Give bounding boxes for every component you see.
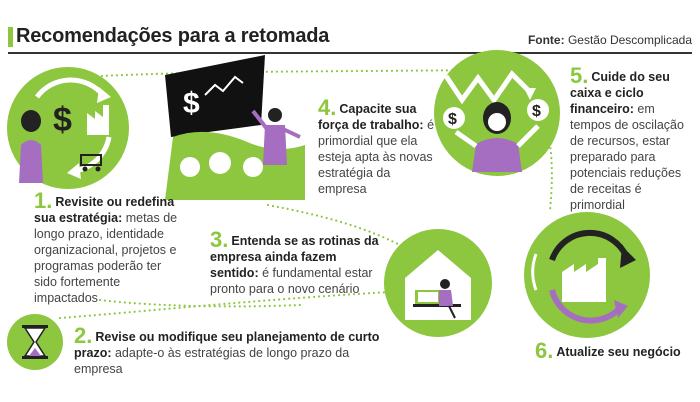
step-2-title: Revise ou modifique seu planejamento de … xyxy=(74,330,380,360)
header-rule xyxy=(8,52,692,54)
source-credit: Fonte: Gestão Descomplicada xyxy=(528,33,692,47)
strategy-cycle-icon: $ xyxy=(7,67,129,189)
step-3-number: 3. xyxy=(210,227,229,252)
step-6-number: 6. xyxy=(535,338,554,363)
step-5-body: em tempos de oscilação de recursos, esta… xyxy=(570,102,684,212)
source-label: Fonte: xyxy=(527,33,565,47)
step-5-number: 5. xyxy=(570,63,589,88)
step-3: 3.Entenda se as rotinas da empresa ainda… xyxy=(210,229,382,297)
step-6: 6.Atualize seu negócio xyxy=(535,340,695,362)
step-4: 4.Capacite sua força de trabalho: é prim… xyxy=(318,97,440,197)
cashflow-icon: $ $ xyxy=(434,50,560,176)
step-6-title: Atualize seu negócio xyxy=(556,345,681,359)
step-1-number: 1. xyxy=(34,188,53,213)
hourglass-icon xyxy=(7,314,63,370)
step-1: 1.Revisite ou redefina sua estratégia: m… xyxy=(34,190,184,306)
source-value: Gestão Descomplicada xyxy=(567,33,692,47)
training-presentation-icon: $ xyxy=(165,55,305,200)
step-4-body: é primordial que ela esteja apta às nova… xyxy=(318,118,435,196)
step-4-number: 4. xyxy=(318,95,337,120)
step-3-title: Entenda se as rotinas da empresa ainda f… xyxy=(210,234,379,280)
step-2-number: 2. xyxy=(74,323,93,348)
svg-text:$: $ xyxy=(532,103,541,120)
step-5-title: Cuide do seu caixa e ciclo financeiro: xyxy=(570,70,670,116)
page-title: Recomendações para a retomada xyxy=(16,25,330,47)
svg-text:$: $ xyxy=(53,101,72,139)
svg-text:$: $ xyxy=(183,87,200,120)
step-2: 2.Revise ou modifique seu planejamento d… xyxy=(74,325,394,377)
home-office-icon xyxy=(384,229,492,337)
step-4-title: Capacite sua força de trabalho: xyxy=(318,102,424,132)
title-accent-bar xyxy=(8,27,13,47)
update-cycle-icon xyxy=(524,212,650,338)
step-2-body: adapte-o às estratégias de longo prazo d… xyxy=(74,346,350,376)
step-5: 5.Cuide do seu caixa e ciclo financeiro:… xyxy=(570,65,694,213)
step-1-title: Revisite ou redefina sua estratégia: xyxy=(34,195,175,225)
step-3-body: é fundamental estar pronto para o novo c… xyxy=(210,266,373,296)
svg-text:$: $ xyxy=(448,111,457,128)
step-1-body: metas de longo prazo, identidade organiz… xyxy=(34,211,178,305)
